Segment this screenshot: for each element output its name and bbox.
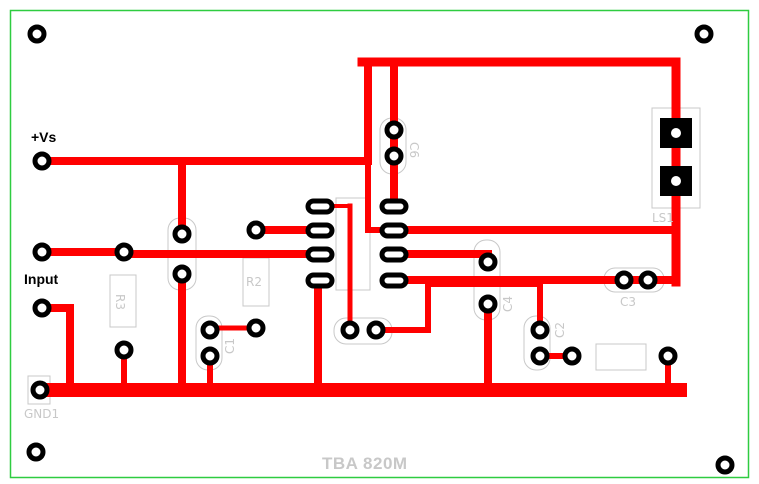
pad-gnd: [30, 380, 50, 400]
pad-r2-a: [246, 220, 266, 240]
mount-hole: [715, 455, 735, 475]
mount-hole: [694, 24, 714, 44]
component-label-r3: R3: [112, 294, 127, 310]
ic-pin-6: [379, 246, 409, 263]
ic-pin-5: [379, 272, 409, 289]
mount-hole: [27, 24, 47, 44]
ic-pin-4: [305, 272, 335, 289]
component-label-c1: C1: [223, 337, 238, 355]
pad-vs: [32, 151, 52, 171]
pad-in-a: [32, 242, 52, 262]
ic-outline: [335, 197, 371, 291]
speaker-pads: [660, 118, 692, 196]
pad-rv-b: [366, 320, 386, 340]
copper-traces: [37, 57, 687, 397]
component-label-c2: C2: [553, 321, 568, 339]
pad-c4-a: [478, 252, 498, 272]
component-label-c3: C3: [620, 295, 637, 309]
pads-layer: [26, 24, 735, 475]
mount-hole: [26, 442, 46, 462]
resistor-r1-outline: [595, 343, 647, 371]
pad-c5-b: [172, 264, 192, 284]
component-label-gnd: GND1: [24, 407, 60, 421]
pad-c2-b: [530, 346, 550, 366]
pad-c6-b: [384, 146, 404, 166]
ic-pin-3: [305, 246, 335, 263]
ic-pin-1: [305, 198, 335, 215]
pad-r3-a: [114, 242, 134, 262]
component-label-r2: R2: [246, 275, 262, 289]
speaker-pad-1-hole: [671, 128, 681, 138]
board-outline: [9, 9, 750, 479]
speaker-pad-2-hole: [671, 176, 681, 186]
pad-c3-a: [614, 270, 634, 290]
net-label-input: Input: [24, 271, 59, 287]
component-label-c4: C4: [501, 295, 516, 313]
resistor-r3-outline: [109, 274, 137, 328]
ic-pin-8: [379, 198, 409, 215]
pad-c1-b: [200, 346, 220, 366]
pad-c2-a: [530, 320, 550, 340]
pad-c4-b: [478, 294, 498, 314]
pad-rv-a: [340, 320, 360, 340]
pad-c1-a: [200, 320, 220, 340]
ic-pin-7: [379, 222, 409, 239]
component-label-c6: C6: [407, 141, 422, 159]
pad-c6-a: [384, 120, 404, 140]
net-label-vs: +Vs: [31, 129, 57, 145]
pad-c5-a: [172, 224, 192, 244]
pad-r1-b: [658, 346, 678, 366]
pad-r2-b: [246, 318, 266, 338]
pad-r3-b: [114, 340, 134, 360]
component-label-ls: LS1: [652, 211, 674, 225]
pad-r1-a: [562, 346, 582, 366]
board-title: TBA 820M: [322, 454, 408, 473]
pad-in-b: [32, 298, 52, 318]
pad-c3-b: [638, 270, 658, 290]
ic-pin-2: [305, 222, 335, 239]
ic-pads: [305, 198, 409, 289]
